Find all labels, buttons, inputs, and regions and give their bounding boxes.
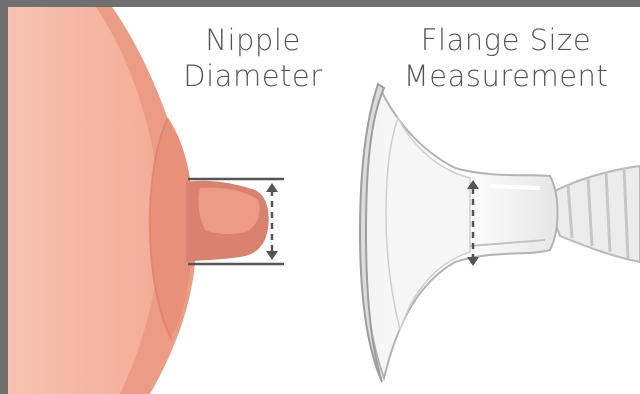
flange-tunnel-highlight <box>490 186 540 188</box>
nipple-label-line2: Diameter <box>178 58 328 94</box>
arrow-head-up <box>266 183 278 192</box>
flange-label-line2: Measurement <box>400 58 612 94</box>
frame-top-border <box>0 0 640 7</box>
flange-size-label: Flange Size Measurement <box>400 22 612 94</box>
flange-label-line1: Flange Size <box>400 22 612 58</box>
frame-left-border <box>0 0 8 394</box>
breast-pump-flange-illustration <box>360 84 640 382</box>
arrow-head-down <box>266 251 278 260</box>
nipple-label-line1: Nipple <box>178 22 328 58</box>
nipple-diameter-label: Nipple Diameter <box>178 22 328 94</box>
arrow-head-down <box>467 257 479 266</box>
